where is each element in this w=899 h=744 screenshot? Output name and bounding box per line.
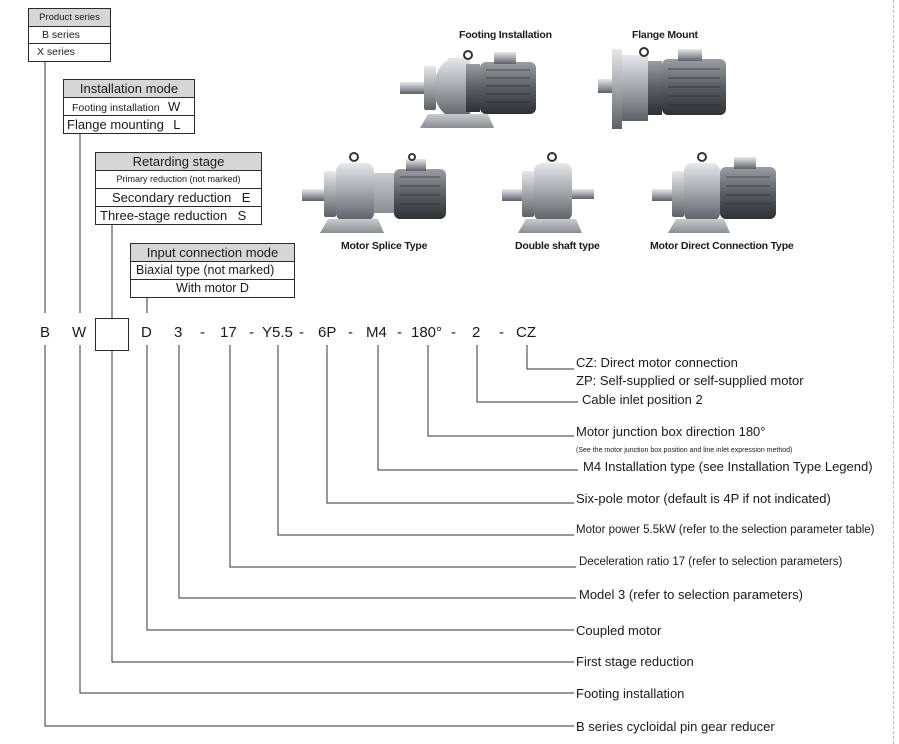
- installation-flange-label: Flange mounting: [67, 117, 164, 132]
- photo-motor-direct: [652, 152, 776, 233]
- retarding-stage-header: Retarding stage: [95, 152, 262, 171]
- leader-model: [178, 345, 576, 599]
- installation-mode-header: Installation mode: [63, 79, 195, 98]
- code-dash-7: -: [499, 324, 504, 341]
- leader-poles: [326, 345, 574, 504]
- label-cz: CZ: Direct motor connection: [576, 355, 738, 370]
- label-series: B series cycloidal pin gear reducer: [576, 719, 775, 734]
- code-w: W: [72, 324, 87, 341]
- retarding-secondary: Secondary reduction E: [95, 189, 262, 207]
- leader-mount: [377, 345, 578, 471]
- photo-flange-mount: [598, 47, 726, 129]
- label-footing: Footing installation: [576, 686, 685, 701]
- retarding-primary: Primary reduction (not marked): [95, 171, 262, 189]
- label-stage: First stage reduction: [576, 654, 694, 669]
- caption-double: Double shaft type: [515, 240, 600, 252]
- code-poles: 6P: [318, 324, 337, 341]
- leader-power: [277, 345, 574, 536]
- installation-footing-code: W: [168, 99, 181, 114]
- code-stage-box: [95, 318, 129, 351]
- installation-flange: Flange mounting L: [63, 116, 195, 134]
- photo-footing-installation: [400, 50, 536, 128]
- leader-cable: [476, 345, 578, 403]
- label-power: Motor power 5.5kW (refer to the selectio…: [576, 524, 875, 536]
- label-ratio: Deceleration ratio 17 (refer to selectio…: [579, 556, 843, 568]
- retarding-secondary-label: Secondary reduction: [112, 190, 232, 205]
- label-poles: Six-pole motor (default is 4P if not ind…: [576, 491, 831, 506]
- leader-b-bottom: [44, 345, 574, 727]
- code-dash-5: -: [397, 324, 402, 341]
- caption-flange: Flange Mount: [632, 29, 698, 41]
- caption-direct: Motor Direct Connection Type: [650, 240, 794, 252]
- retarding-three-code: S: [237, 208, 247, 223]
- retarding-secondary-code: E: [241, 190, 251, 205]
- leader-ratio: [229, 345, 576, 568]
- leader-direction: [427, 345, 574, 437]
- code-power: Y5.5: [262, 324, 293, 341]
- code-dash-6: -: [451, 324, 456, 341]
- leader-stage-bottom: [111, 350, 574, 663]
- code-dash-4: -: [348, 324, 353, 341]
- input-with-motor: With motor D: [130, 280, 295, 298]
- label-direction: Motor junction box direction 180°: [576, 424, 766, 439]
- installation-flange-code: L: [173, 117, 181, 132]
- code-model: 3: [174, 324, 183, 341]
- photo-motor-splice: [302, 152, 446, 233]
- installation-footing-label: Footing installation: [72, 102, 160, 114]
- code-direction: 180°: [411, 324, 443, 341]
- code-dash-2: -: [249, 324, 254, 341]
- code-d: D: [141, 324, 152, 341]
- product-series-x: X series: [28, 44, 111, 62]
- caption-footing: Footing Installation: [459, 29, 552, 41]
- code-dash-3: -: [299, 324, 304, 341]
- retarding-three-label: Three-stage reduction: [100, 208, 228, 223]
- label-direction-note: (See the motor junction box position and…: [576, 447, 793, 454]
- label-cable: Cable inlet position 2: [582, 392, 703, 407]
- photo-double-shaft: [502, 152, 594, 233]
- installation-footing: Footing installation W: [63, 98, 195, 116]
- page-border-right: [893, 0, 894, 744]
- label-zp: ZP: Self-supplied or self-supplied motor: [576, 373, 804, 388]
- input-connection-header: Input connection mode: [130, 243, 295, 262]
- code-mount: M4: [366, 324, 387, 341]
- code-conn: CZ: [516, 324, 536, 341]
- code-cable: 2: [472, 324, 481, 341]
- product-series-header: Product series: [28, 8, 111, 27]
- label-model: Model 3 (refer to selection parameters): [579, 587, 803, 602]
- leader-conn: [526, 345, 574, 370]
- caption-splice: Motor Splice Type: [341, 240, 428, 252]
- retarding-three: Three-stage reduction S: [95, 207, 262, 225]
- leader-w-bottom: [79, 345, 574, 694]
- leader-d-bottom: [146, 345, 574, 631]
- code-ratio: 17: [220, 324, 237, 341]
- input-biaxial: Biaxial type (not marked): [130, 262, 295, 280]
- label-mount: M4 Installation type (see Installation T…: [583, 459, 873, 474]
- code-b: B: [40, 324, 51, 341]
- label-coupled: Coupled motor: [576, 623, 662, 638]
- code-dash-1: -: [200, 324, 205, 341]
- product-series-b: B series: [28, 27, 111, 44]
